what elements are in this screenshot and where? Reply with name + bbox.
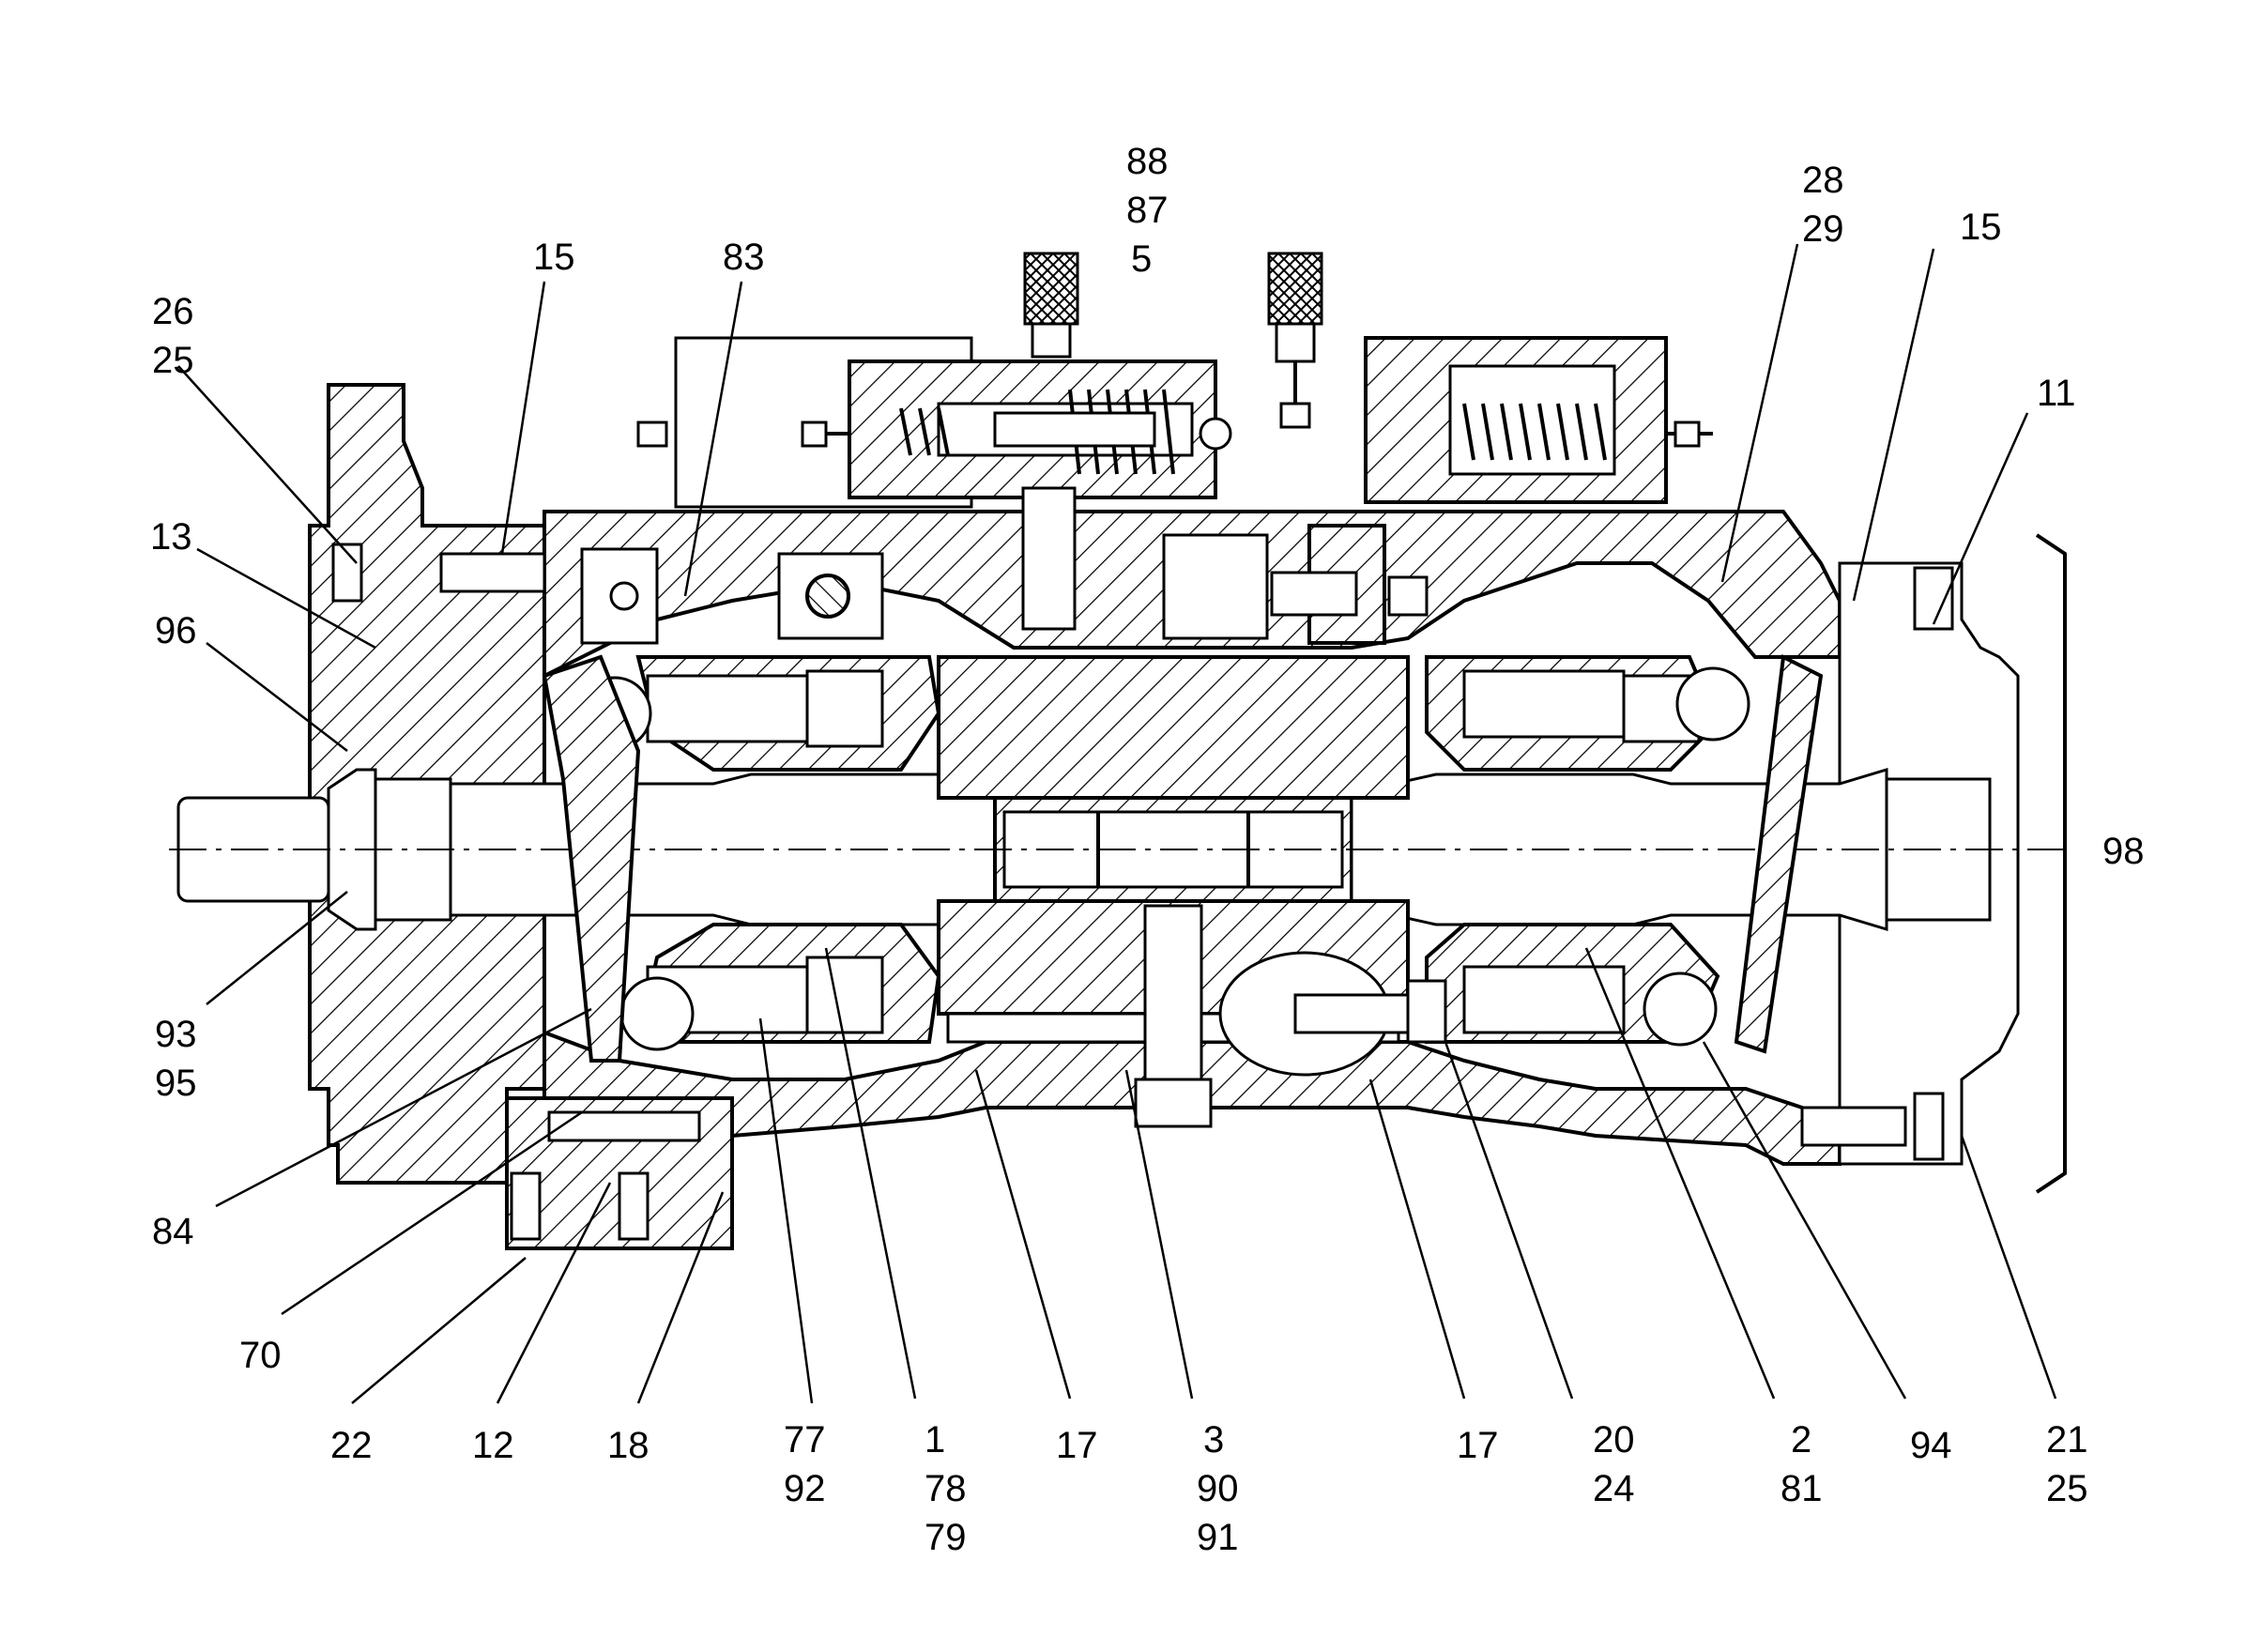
label-90: 90 <box>1197 1468 1239 1509</box>
label-96: 96 <box>155 610 197 651</box>
label-29: 29 <box>1802 208 1844 250</box>
label-15-left: 15 <box>533 237 575 278</box>
label-77: 77 <box>784 1419 826 1461</box>
callout-labels: 88 87 5 28 29 15 83 15 26 25 11 13 96 98… <box>150 141 2145 1558</box>
label-93: 93 <box>155 1014 197 1055</box>
label-94: 94 <box>1910 1425 1952 1466</box>
label-28: 28 <box>1802 160 1844 201</box>
drive-shaft <box>169 767 2074 932</box>
label-12: 12 <box>472 1425 514 1466</box>
label-84: 84 <box>152 1211 194 1252</box>
label-2: 2 <box>1791 1419 1811 1461</box>
label-13: 13 <box>150 516 192 558</box>
assembly-bracket <box>2035 533 2067 1194</box>
label-78: 78 <box>925 1468 967 1509</box>
label-24: 24 <box>1593 1468 1635 1509</box>
label-81: 81 <box>1781 1468 1823 1509</box>
label-92: 92 <box>784 1468 826 1509</box>
leader-lines <box>177 243 2057 1404</box>
label-21: 21 <box>2046 1419 2088 1461</box>
label-3: 3 <box>1203 1419 1224 1461</box>
label-70: 70 <box>239 1335 282 1376</box>
label-83: 83 <box>723 237 765 278</box>
pistons <box>542 653 1824 1063</box>
label-22: 22 <box>330 1425 373 1466</box>
label-91: 91 <box>1197 1517 1239 1558</box>
label-87: 87 <box>1126 190 1169 231</box>
label-79: 79 <box>925 1517 967 1558</box>
label-88: 88 <box>1126 141 1169 182</box>
port-block <box>505 1096 734 1250</box>
label-25-top: 25 <box>152 340 194 381</box>
valve-block <box>580 252 1713 645</box>
label-5: 5 <box>1131 238 1152 280</box>
label-18: 18 <box>607 1425 650 1466</box>
label-26: 26 <box>152 291 194 332</box>
label-1: 1 <box>925 1419 945 1461</box>
label-25-bottom: 25 <box>2046 1468 2088 1509</box>
label-95: 95 <box>155 1063 197 1104</box>
center-block <box>331 543 1945 1161</box>
label-17-right: 17 <box>1457 1425 1499 1466</box>
label-98: 98 <box>2102 831 2145 872</box>
label-15-right: 15 <box>1960 206 2002 248</box>
label-20: 20 <box>1593 1419 1635 1461</box>
label-11: 11 <box>2037 373 2076 414</box>
label-17-left: 17 <box>1056 1425 1098 1466</box>
